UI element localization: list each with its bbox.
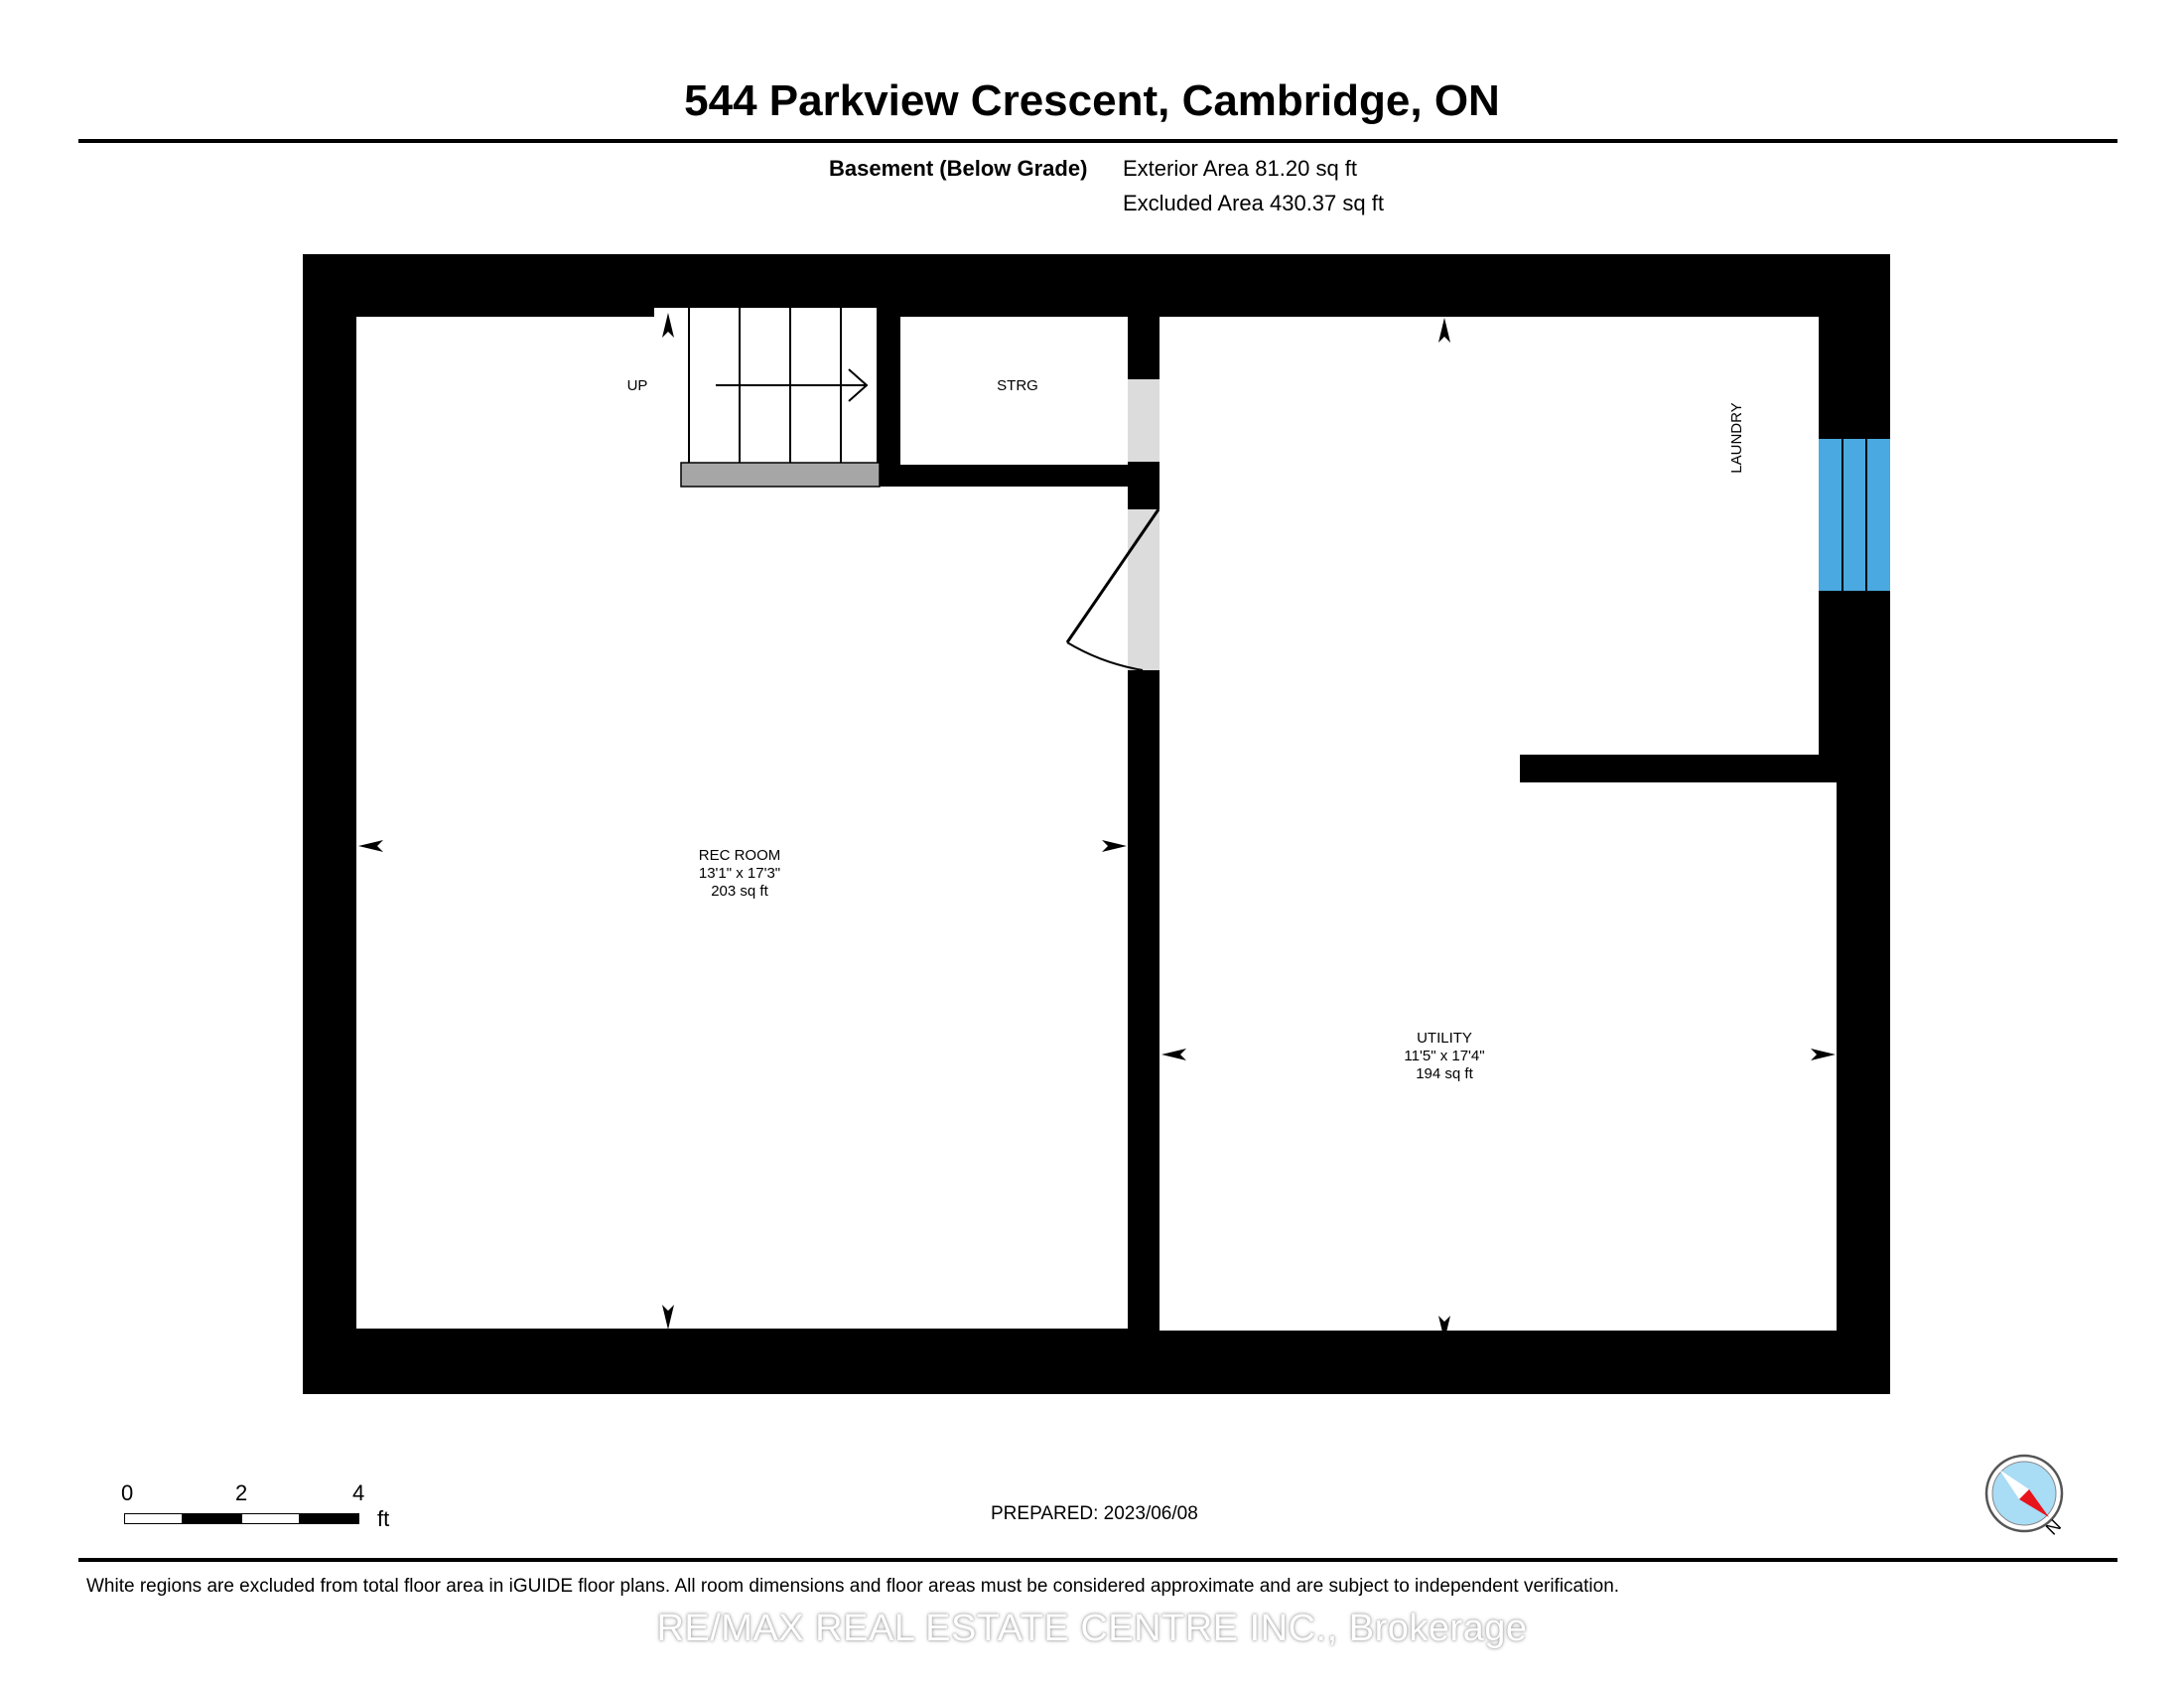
storage-label: STRG [997, 377, 1038, 394]
door-swing-icon [1065, 508, 1160, 671]
central-wall-upper [1128, 254, 1160, 379]
rec-room-name: REC ROOM [698, 847, 781, 864]
utility-area: 194 sq ft [1416, 1065, 1473, 1082]
disclaimer-text: White regions are excluded from total fl… [86, 1576, 1620, 1597]
storage-wall-left [878, 308, 900, 487]
utility-floor-step [1130, 1341, 1837, 1394]
laundry-window [1819, 439, 1890, 591]
utility-dimensions: 11'5" x 17'4" [1404, 1048, 1485, 1064]
exterior-wall-left [303, 254, 356, 1394]
exterior-wall-top [303, 254, 1890, 317]
exterior-wall-right-lower [1837, 774, 1890, 1394]
storage-door-opening [1128, 379, 1160, 462]
scale-tick-0: 0 [121, 1480, 134, 1505]
utility-arrow-bottom [1438, 1316, 1450, 1340]
utility-label: UTILITY 11'5" x 17'4" 194 sq ft [1345, 1030, 1544, 1083]
rec-room-arrow-top [662, 313, 674, 338]
header-divider [78, 139, 2117, 143]
scale-segment-3 [241, 1513, 301, 1524]
utility-name: UTILITY [1417, 1030, 1472, 1047]
rec-room-area: 203 sq ft [711, 883, 768, 900]
scale-tick-4: 4 [352, 1480, 365, 1505]
rec-room-dimensions: 13'1" x 17'3" [698, 865, 781, 882]
storage-wall-bottom [878, 465, 1160, 487]
compass: N [1983, 1454, 2075, 1545]
compass-svg [1984, 1454, 2064, 1533]
utility-door-opening [1128, 509, 1160, 670]
utility-arrow-top [1438, 318, 1450, 343]
utility-arrow-right [1811, 1049, 1836, 1060]
scale-segment-1 [124, 1513, 184, 1524]
window-pane [1819, 439, 1890, 591]
scale-unit: ft [377, 1506, 390, 1531]
rec-room-arrow-bottom [662, 1305, 674, 1330]
stair-opening [654, 308, 878, 317]
excluded-area: Excluded Area 430.37 sq ft [1123, 191, 1384, 215]
brokerage-watermark: RE/MAX REAL ESTATE CENTRE INC., Brokerag… [656, 1608, 1528, 1649]
scale-segment-4 [299, 1513, 359, 1524]
prepared-date: PREPARED: 2023/06/08 [991, 1503, 1198, 1524]
laundry-label: LAUNDRY [1728, 402, 1745, 474]
central-wall-lower [1128, 670, 1160, 1336]
window-svg [1819, 439, 1890, 591]
rec-room-arrow-left [358, 840, 383, 852]
rec-room-floor-step [356, 1329, 1130, 1394]
exterior-area: Exterior Area 81.20 sq ft [1123, 156, 1358, 181]
level-label: Basement (Below Grade) [829, 156, 1088, 181]
stair-landing [680, 462, 881, 488]
laundry-partition [1520, 755, 1837, 782]
scale-tick-2: 2 [235, 1480, 248, 1505]
scale-segment-2 [182, 1513, 243, 1524]
rec-room-arrow-right [1102, 840, 1127, 852]
footer-divider [78, 1558, 2117, 1562]
compass-needle-light [1999, 1470, 2029, 1499]
stairs-up-label: UP [626, 377, 648, 394]
page-title: 544 Parkview Crescent, Cambridge, ON [684, 76, 1500, 125]
utility-arrow-left [1161, 1049, 1186, 1060]
rec-room-label: REC ROOM 13'1" x 17'3" 203 sq ft [640, 847, 839, 901]
scale-bar: 0 2 4 ft [109, 1481, 407, 1541]
stair-direction-arrow [716, 368, 869, 402]
compass-needle [2019, 1489, 2049, 1517]
